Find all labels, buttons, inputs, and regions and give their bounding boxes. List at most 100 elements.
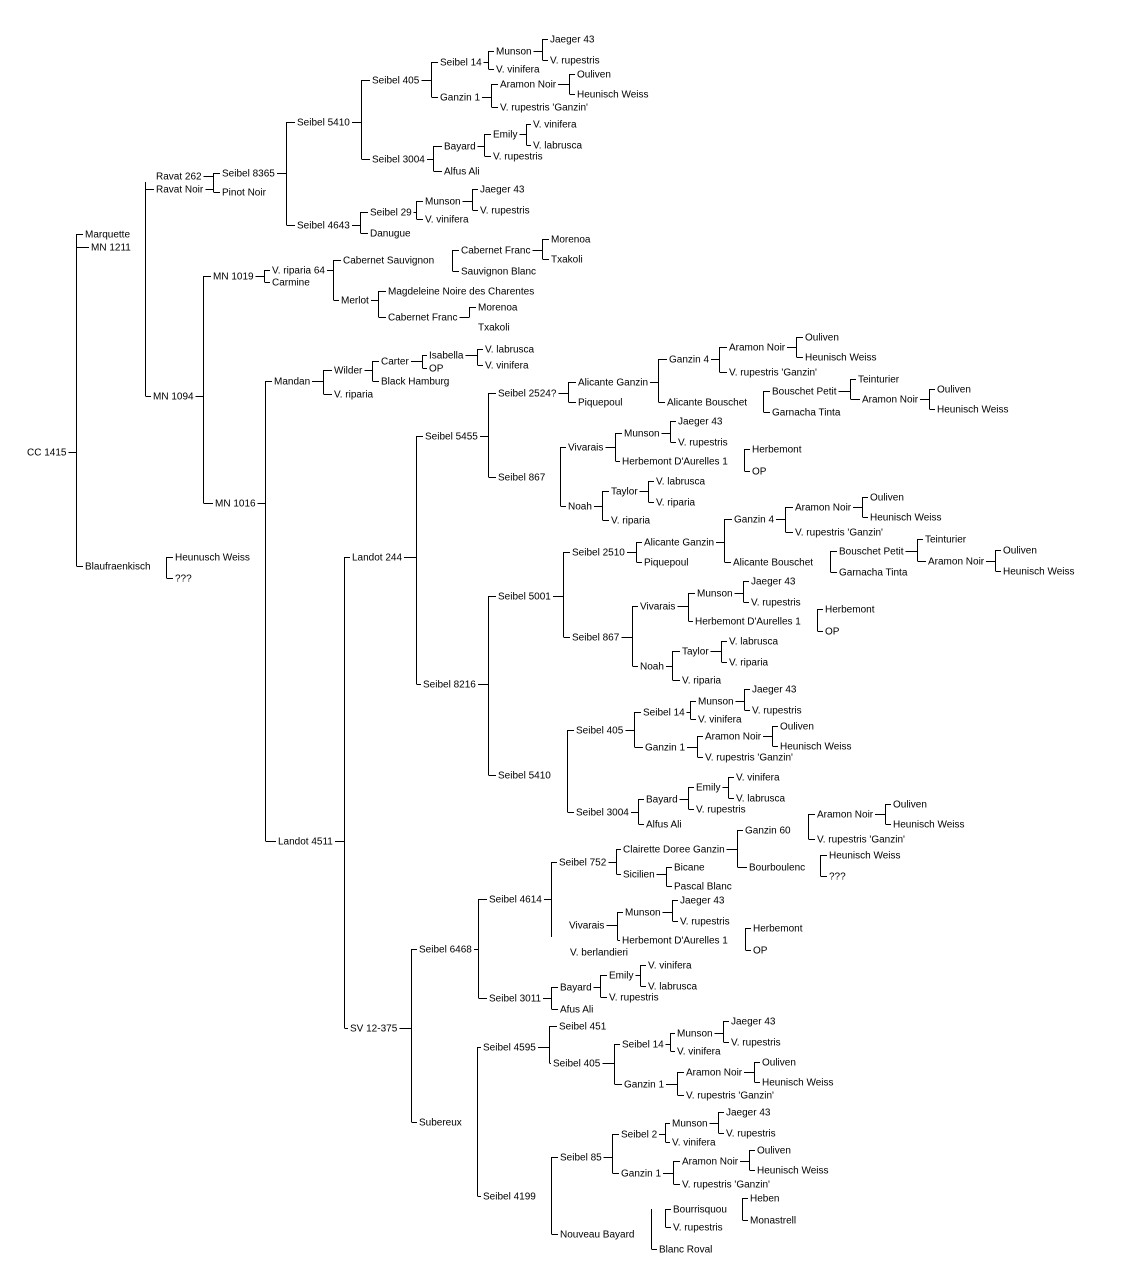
tree-node-label: V. riparia xyxy=(656,498,696,509)
tree-node-label: V. rupestris 'Ganzin' xyxy=(705,753,793,764)
tree-node-label: Taylor xyxy=(682,647,709,658)
tree-node-label: Clairette Doree Ganzin xyxy=(623,845,725,856)
tree-node-label: Herbemont xyxy=(753,924,803,935)
tree-node-label: Bourboulenc xyxy=(749,863,805,874)
tree-node-label: Txakoli xyxy=(478,323,510,334)
tree-node-label: Subereux xyxy=(419,1118,462,1129)
tree-node-label: Emily xyxy=(493,130,517,141)
tree-node-label: Teinturier xyxy=(925,535,967,546)
tree-node-label: Heunisch Weiss xyxy=(1003,567,1075,578)
tree-node-label: Teinturier xyxy=(858,375,900,386)
tree-node-label: Mandan xyxy=(274,377,310,388)
tree-node-label: Seibel 2524? xyxy=(498,389,557,400)
tree-node-label: Alfus Ali xyxy=(444,167,480,178)
tree-node-label: V. vinifera xyxy=(496,65,540,76)
tree-node-label: Bouschet Petit xyxy=(839,547,904,558)
tree-node-label: Munson xyxy=(697,589,733,600)
tree-node-label: Herbemont D'Aurelles 1 xyxy=(695,617,801,628)
tree-node-label: Heunisch Weiss xyxy=(762,1078,834,1089)
tree-node-label: V. riparia xyxy=(729,658,769,669)
tree-node-label: V. rupestris xyxy=(731,1038,781,1049)
tree-node-label: Ravat 262 xyxy=(156,172,202,183)
tree-node-label: Ganzin 1 xyxy=(621,1169,661,1180)
tree-node-label: Munson xyxy=(625,908,661,919)
tree-node-label: Seibel 3004 xyxy=(372,155,425,166)
tree-node-label: Vivarais xyxy=(640,602,675,613)
tree-node-label: Aramon Noir xyxy=(686,1068,743,1079)
tree-node-label: Seibel 405 xyxy=(553,1059,601,1070)
tree-node-label: V. rupestris xyxy=(680,917,730,928)
tree-node-label: Seibel 867 xyxy=(572,633,620,644)
tree-node-label: Bouschet Petit xyxy=(772,387,837,398)
tree-node-label: Seibel 85 xyxy=(560,1153,602,1164)
tree-node-label: V. labrusca xyxy=(729,637,779,648)
tree-node-label: Piquepoul xyxy=(578,398,622,409)
tree-node-label: ??? xyxy=(829,872,846,883)
tree-node-label: Alicante Ganzin xyxy=(578,378,648,389)
tree-node-label: V. vinifera xyxy=(698,715,742,726)
tree-node-label: Ouliven xyxy=(577,70,611,81)
tree-node-label: Piquepoul xyxy=(644,558,688,569)
tree-node-label: Ganzin 1 xyxy=(645,743,685,754)
tree-node-label: Ouliven xyxy=(780,722,814,733)
tree-node-label: Munson xyxy=(698,697,734,708)
tree-node-label: V. rupestris xyxy=(493,152,543,163)
tree-node-label: Heunisch Weiss xyxy=(829,851,901,862)
tree-node-label: V. berlandieri xyxy=(570,948,628,959)
tree-node-label: V. rupestris 'Ganzin' xyxy=(817,835,905,846)
tree-node-label: Jaeger 43 xyxy=(752,685,797,696)
tree-node-label: Munson xyxy=(672,1119,708,1130)
tree-node-label: V. labrusca xyxy=(736,794,786,805)
tree-node-label: Black Hamburg xyxy=(381,377,449,388)
tree-node-label: MN 1019 xyxy=(213,272,254,283)
tree-node-label: Marquette xyxy=(85,230,130,241)
tree-node-label: Seibel 3004 xyxy=(576,808,629,819)
tree-node-label: Heunisch Weiss xyxy=(577,90,649,101)
tree-node-label: Seibel 752 xyxy=(559,858,607,869)
tree-node-label: Carmine xyxy=(272,278,310,289)
tree-connectors xyxy=(68,39,1001,1250)
tree-node-label: Cabernet Franc xyxy=(461,246,530,257)
tree-node-label: Aramon Noir xyxy=(795,503,852,514)
tree-node-label: Seibel 5410 xyxy=(297,118,350,129)
tree-node-label: Carter xyxy=(381,357,409,368)
tree-node-label: Ouliven xyxy=(1003,546,1037,557)
tree-node-label: Seibel 2 xyxy=(621,1130,658,1141)
tree-node-label: Emily xyxy=(609,971,633,982)
tree-node-label: Ganzin 1 xyxy=(624,1080,664,1091)
tree-node-label: Jaeger 43 xyxy=(751,577,796,588)
tree-node-label: Jaeger 43 xyxy=(678,417,723,428)
tree-node-label: Nouveau Bayard xyxy=(560,1230,635,1241)
tree-node-label: Heunisch Weiss xyxy=(757,1166,829,1177)
tree-node-label: Heunisch Weiss xyxy=(937,405,1009,416)
tree-node-label: Emily xyxy=(696,783,720,794)
tree-node-label: Blanc Roval xyxy=(659,1245,712,1256)
tree-node-label: Ganzin 60 xyxy=(745,826,791,837)
tree-node-label: Alicante Bouschet xyxy=(667,398,747,409)
tree-node-label: Heunisch Weiss xyxy=(893,820,965,831)
tree-node-label: Aramon Noir xyxy=(862,395,919,406)
tree-node-label: Munson xyxy=(425,197,461,208)
tree-node-label: V. vinifera xyxy=(533,120,577,131)
tree-node-label: Heunisch Weiss xyxy=(805,353,877,364)
tree-node-label: Seibel 4614 xyxy=(489,895,542,906)
tree-node-label: Aramon Noir xyxy=(729,343,786,354)
tree-node-label: Vivarais xyxy=(568,443,603,454)
tree-node-label: Ganzin 4 xyxy=(734,515,774,526)
tree-node-label: V. rupestris xyxy=(752,706,802,717)
tree-node-label: Jaeger 43 xyxy=(680,896,725,907)
tree-node-label: Seibel 405 xyxy=(576,726,624,737)
tree-node-label: V. rupestris xyxy=(696,805,746,816)
tree-node-label: Pinot Noir xyxy=(222,188,267,199)
tree-node-label: Alicante Ganzin xyxy=(644,538,714,549)
tree-node-label: Ganzin 1 xyxy=(440,93,480,104)
tree-node-label: V. labrusca xyxy=(648,982,698,993)
tree-node-label: Munson xyxy=(496,47,532,58)
tree-node-label: MN 1211 xyxy=(91,243,131,254)
tree-node-label: Seibel 14 xyxy=(643,708,685,719)
tree-node-label: CC 1415 xyxy=(27,448,67,459)
tree-node-label: Seibel 8365 xyxy=(222,169,275,180)
tree-node-label: Munson xyxy=(677,1029,713,1040)
tree-node-label: MN 1016 xyxy=(215,499,256,510)
